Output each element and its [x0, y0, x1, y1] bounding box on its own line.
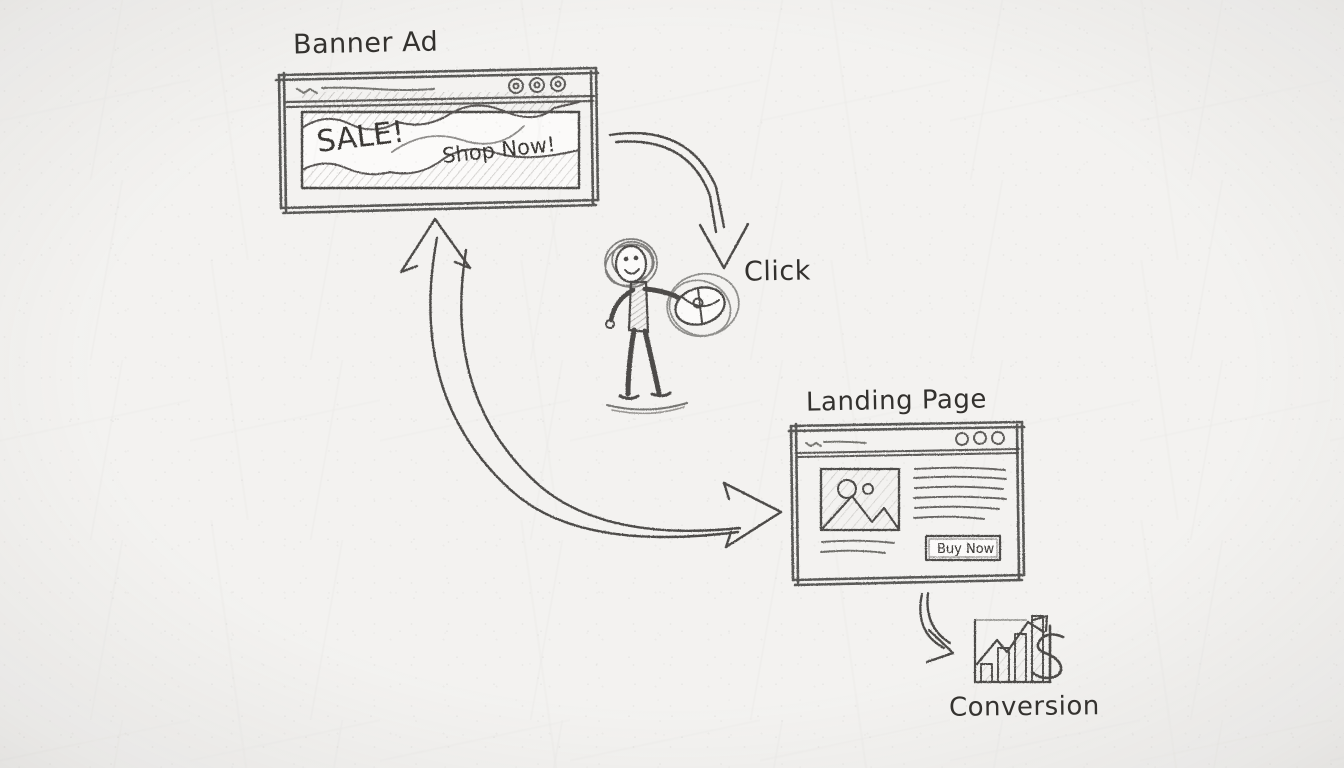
arrow-banner-to-click	[608, 131, 750, 270]
label-conversion: Conversion	[948, 691, 1100, 723]
landing-page-window[interactable]	[787, 420, 1026, 587]
arrow-landing-to-conversion	[919, 591, 955, 664]
text-lines	[913, 466, 1007, 520]
label-click: Click	[743, 255, 812, 288]
text-lines-secondary	[820, 539, 895, 554]
arrow-click-to-landing	[399, 217, 783, 549]
label-landing-page: Landing Page	[805, 384, 988, 418]
buy-now-button[interactable]	[924, 534, 1002, 562]
buy-now-label: Buy Now	[937, 542, 995, 557]
label-banner-ad: Banner Ad	[292, 26, 439, 61]
image-placeholder-icon	[819, 467, 901, 532]
banner-ad-window[interactable]	[274, 66, 600, 215]
banner-creative	[300, 92, 581, 190]
dollar-sign-icon	[1030, 624, 1065, 684]
computer-mouse-icon	[666, 272, 740, 338]
person-with-mouse	[604, 238, 688, 415]
conversion-chart-icon	[973, 614, 1065, 684]
